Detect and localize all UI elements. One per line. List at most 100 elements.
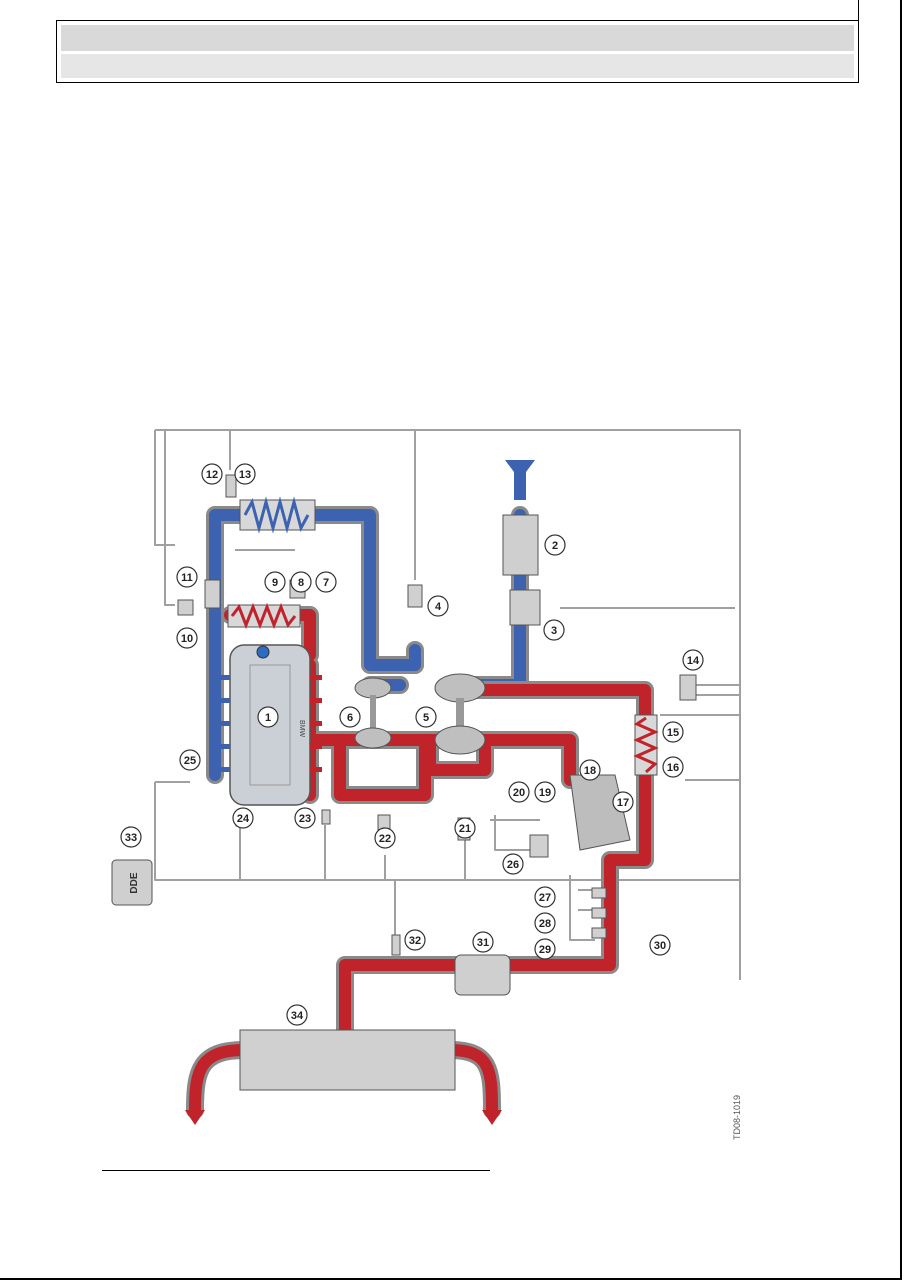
callout-number: 11 (181, 572, 193, 584)
callout-24: 24 (232, 807, 254, 829)
callout-18: 18 (579, 759, 601, 781)
callout-circle (579, 759, 601, 781)
callout-number: 34 (291, 1010, 304, 1022)
callout-circle (234, 463, 256, 485)
callout-number: 30 (654, 940, 666, 952)
callout-circle (534, 886, 556, 908)
callout-number: 16 (667, 762, 679, 774)
charge-air-cooler (239, 496, 316, 534)
callout-circle (176, 627, 198, 649)
callout-circle (404, 929, 426, 951)
callout-number: 3 (551, 625, 557, 637)
callout-circle (534, 781, 556, 803)
callout-circle (534, 938, 556, 960)
exhaust-out-right-arrow-icon (482, 1110, 502, 1125)
callout-circle (290, 571, 312, 593)
callout-number: 19 (539, 787, 551, 799)
callout-number: 20 (513, 787, 525, 799)
callout-number: 32 (409, 935, 421, 947)
exhaust-out-left-arrow-icon (185, 1110, 205, 1125)
callout-20: 20 (508, 781, 530, 803)
callout-number: 28 (539, 918, 551, 930)
callout-number: 7 (323, 577, 329, 589)
header-table (56, 20, 859, 83)
callout-14: 14 (682, 649, 704, 671)
air-mass-meter (509, 589, 541, 626)
callout-circle (649, 934, 671, 956)
egr-cooler (227, 602, 301, 630)
dde-control-unit: DDE (111, 859, 153, 906)
callout-circle (427, 595, 449, 617)
callout-4: 4 (427, 595, 449, 617)
callout-23: 23 (294, 807, 316, 829)
callout-number: 24 (237, 813, 250, 825)
callout-number: 4 (435, 601, 442, 613)
callout-17: 17 (612, 791, 634, 813)
callout-circle (120, 826, 142, 848)
callout-3: 3 (543, 619, 565, 641)
callout-circle (662, 756, 684, 778)
callout-circle (534, 912, 556, 934)
heat-exchanger (633, 714, 659, 776)
callout-29: 29 (534, 938, 556, 960)
callout-circle (339, 706, 361, 728)
callout-11: 11 (176, 566, 198, 588)
air-filter (502, 514, 539, 576)
header-row-2-text (61, 60, 67, 74)
turbocharger-large (434, 673, 486, 755)
callout-33: 33 (120, 826, 142, 848)
bmw-logo-icon (256, 645, 270, 659)
callout-25: 25 (179, 749, 201, 771)
callout-circle (374, 827, 396, 849)
callout-30: 30 (649, 934, 671, 956)
centre-muffler (454, 954, 511, 996)
callout-number: 8 (298, 577, 304, 589)
rear-silencer (239, 1029, 456, 1091)
callout-13: 13 (234, 463, 256, 485)
callout-15: 15 (662, 721, 684, 743)
header-row-2 (61, 54, 854, 78)
callout-32: 32 (404, 929, 426, 951)
callout-number: 12 (206, 469, 218, 481)
callout-number: 21 (459, 823, 471, 835)
callout-circle (682, 649, 704, 671)
intake-arrow-icon (505, 460, 535, 500)
callout-circle (508, 781, 530, 803)
particulate-filter (569, 774, 631, 851)
callout-21: 21 (454, 817, 476, 839)
callout-circle (612, 791, 634, 813)
callout-circle (543, 619, 565, 641)
callout-8: 8 (290, 571, 312, 593)
callout-number: 9 (272, 577, 278, 589)
callout-number: 15 (667, 727, 679, 739)
callout-10: 10 (176, 627, 198, 649)
callout-circle (544, 534, 566, 556)
callout-12: 12 (201, 463, 223, 485)
callout-number: 31 (477, 937, 489, 949)
callout-28: 28 (534, 912, 556, 934)
callout-2: 2 (544, 534, 566, 556)
callout-5: 5 (415, 706, 437, 728)
callout-circle (294, 807, 316, 829)
callout-number: 25 (184, 755, 196, 767)
callout-26: 26 (502, 853, 524, 875)
callout-circle (502, 853, 524, 875)
callout-6: 6 (339, 706, 361, 728)
header-row-1-text (61, 31, 67, 45)
dde-label: DDE (129, 872, 140, 893)
callout-number: 1 (265, 712, 271, 724)
footer-rule (102, 1170, 490, 1171)
callout-number: 5 (423, 712, 429, 724)
callout-16: 16 (662, 756, 684, 778)
figure-code: TD08-1019 (732, 1095, 742, 1140)
callout-number: 14 (687, 655, 700, 667)
callout-circle (454, 817, 476, 839)
callout-number: 13 (239, 469, 251, 481)
callout-number: 22 (379, 833, 391, 845)
callout-27: 27 (534, 886, 556, 908)
callout-number: 27 (539, 892, 551, 904)
callout-number: 18 (584, 765, 596, 777)
callout-number: 33 (125, 832, 137, 844)
callout-31: 31 (472, 931, 494, 953)
